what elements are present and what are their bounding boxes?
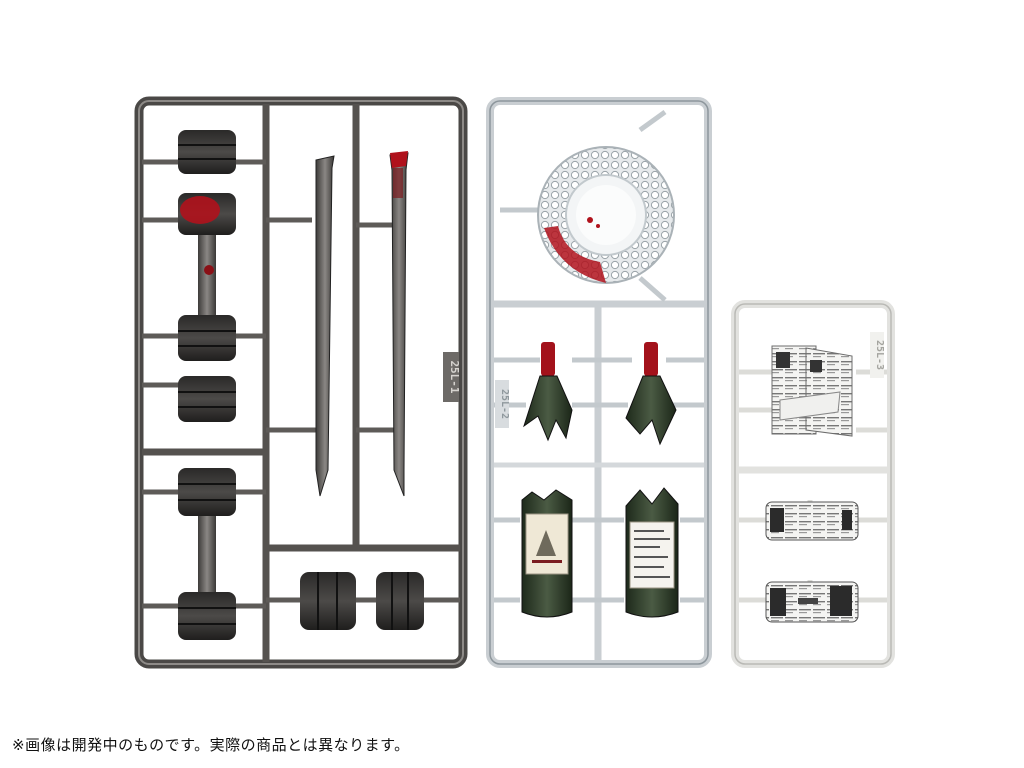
gray-sprue-code: 25L-1 [448, 360, 461, 393]
gray-sprue: 25L-1 [134, 96, 468, 669]
newspaper-bundle [771, 345, 853, 437]
weight-plate-stack [178, 130, 236, 174]
weight-plates [178, 376, 236, 422]
clear-sprue: 25L-2 [486, 97, 712, 668]
crowbar-bloody [389, 151, 409, 497]
broken-bottle-neck-left [523, 342, 573, 442]
rolled-newspaper-upper [765, 501, 859, 541]
white-sprue: 25L-3 [731, 300, 895, 668]
crystal-ashtray [537, 146, 675, 284]
dumbbell-bloody [178, 193, 236, 361]
broken-wine-bottle-right [625, 487, 679, 618]
rolled-newspaper-lower [765, 581, 859, 623]
broken-wine-bottle-left [521, 489, 573, 618]
dumbbell [178, 468, 236, 640]
disclaimer-note: ※画像は開発中のものです。実際の商品とは異なります。 [12, 736, 410, 754]
white-sprue-code: 25L-3 [874, 340, 885, 370]
broken-bottle-neck-right [625, 342, 677, 446]
weight-plate-pair [300, 572, 424, 630]
clear-sprue-code: 25L-2 [499, 389, 510, 419]
crowbar [315, 155, 335, 497]
